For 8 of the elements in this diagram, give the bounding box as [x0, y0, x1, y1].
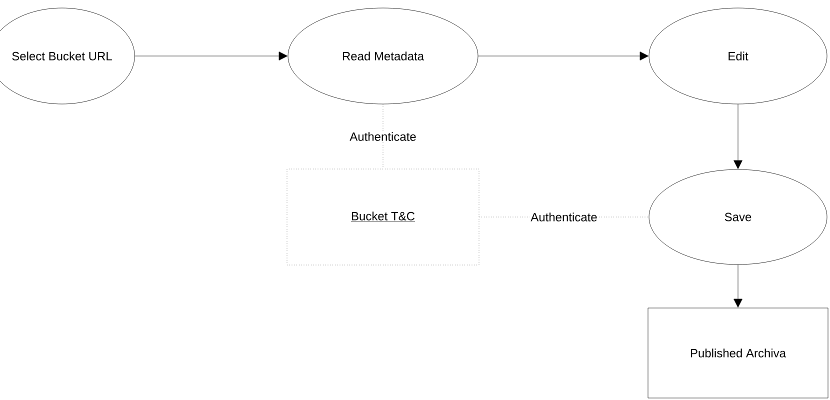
dotted-box: Bucket T&C: [286, 168, 480, 266]
arrow: [734, 104, 742, 170]
process-box: Published Archiva: [648, 308, 828, 398]
edge-label: Authenticate: [348, 131, 418, 142]
edge-label: Authenticate: [530, 212, 598, 222]
arrow: [134, 52, 288, 60]
arrow: [478, 52, 649, 60]
arrow: [734, 264, 742, 308]
